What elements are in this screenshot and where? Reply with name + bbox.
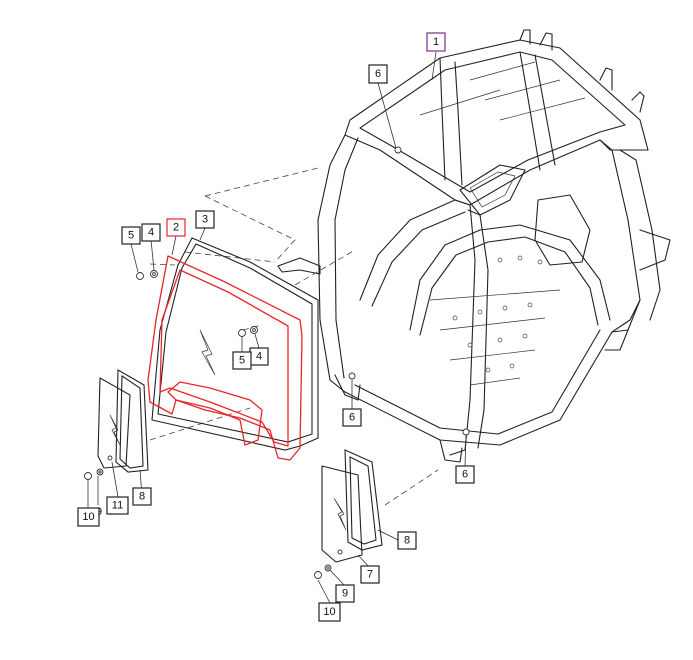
callout-9-right-label: 9 xyxy=(342,588,348,600)
callout-8-right-label: 8 xyxy=(404,535,410,547)
callout-10-right-label: 10 xyxy=(323,606,335,618)
callout-5-upper[interactable]: 5 xyxy=(121,226,141,245)
callout-6-right-label: 6 xyxy=(462,469,468,481)
callout-4-upper-label: 4 xyxy=(148,227,154,239)
callout-2-label: 2 xyxy=(173,222,179,234)
callout-11[interactable]: 11 xyxy=(106,496,129,515)
callout-10-left[interactable]: 10 xyxy=(77,507,100,527)
callout-9-right[interactable]: 9 xyxy=(335,584,355,603)
callouts: 1 2 3 4 4 5 5 6 xyxy=(77,32,475,622)
callout-8-left[interactable]: 8 xyxy=(132,487,152,506)
callout-1-label: 1 xyxy=(433,36,439,48)
callout-8-left-label: 8 xyxy=(139,491,145,503)
hardware xyxy=(84,270,332,579)
callout-5-lower[interactable]: 5 xyxy=(232,351,252,370)
windshield-glass xyxy=(147,255,303,461)
assembly-lines xyxy=(149,167,439,506)
callout-6-top[interactable]: 6 xyxy=(368,64,388,84)
callout-4-lower[interactable]: 4 xyxy=(249,347,269,366)
callout-10-left-label: 10 xyxy=(82,511,94,523)
callout-7-label: 7 xyxy=(367,569,373,581)
callout-6-left-label: 6 xyxy=(349,412,355,424)
callout-6-right[interactable]: 6 xyxy=(455,465,475,484)
callout-8-right[interactable]: 8 xyxy=(397,531,417,550)
callout-2[interactable]: 2 xyxy=(166,218,186,237)
leader-lines xyxy=(87,51,467,604)
left-side-glass xyxy=(97,369,149,473)
callout-6-left[interactable]: 6 xyxy=(342,408,362,427)
callout-10-right[interactable]: 10 xyxy=(318,602,341,622)
callout-4-lower-label: 4 xyxy=(256,351,262,363)
callout-4-upper[interactable]: 4 xyxy=(141,223,161,242)
callout-5-lower-label: 5 xyxy=(239,355,245,367)
callout-3[interactable]: 3 xyxy=(195,210,215,229)
right-side-glass xyxy=(321,449,383,563)
callout-11-label: 11 xyxy=(112,500,123,512)
callout-3-label: 3 xyxy=(202,214,208,226)
callout-1[interactable]: 1 xyxy=(426,32,446,52)
callout-7[interactable]: 7 xyxy=(360,565,380,584)
callout-5-upper-label: 5 xyxy=(128,230,134,242)
callout-6-top-label: 6 xyxy=(375,68,381,80)
cab-frame xyxy=(277,29,671,463)
